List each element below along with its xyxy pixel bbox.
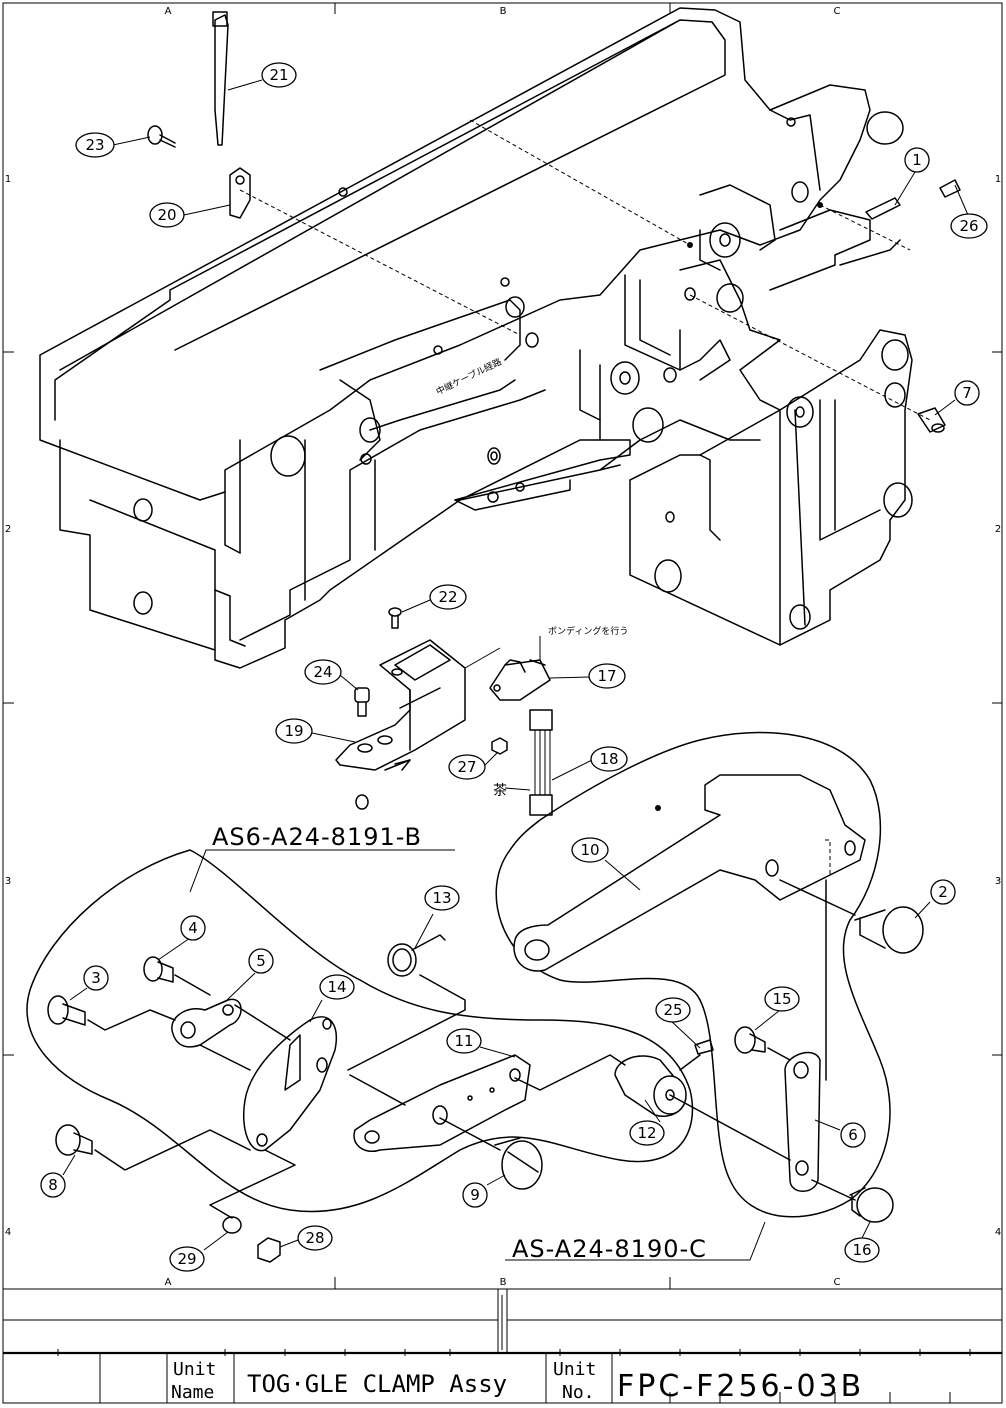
grid-col-b-bottom: B bbox=[500, 1277, 507, 1288]
pin-8 bbox=[56, 1125, 92, 1155]
grid-col-b-top: B bbox=[500, 6, 507, 17]
callout-13: 13 bbox=[432, 889, 451, 907]
callout-24: 24 bbox=[313, 663, 332, 681]
main-assy-label: AS-A24-8190-C bbox=[512, 1235, 707, 1263]
grid-col-a-top: A bbox=[165, 6, 172, 17]
callout-20: 20 bbox=[157, 206, 176, 224]
sensor-bracket-19 bbox=[336, 640, 465, 770]
title-block: Unit Name TOG·GLE CLAMP Assy Unit No. FP… bbox=[3, 1289, 1002, 1404]
unit-no-label-line1: Unit bbox=[553, 1359, 596, 1380]
callout-28: 28 bbox=[305, 1229, 324, 1247]
callout-5: 5 bbox=[256, 952, 266, 970]
callout-4: 4 bbox=[188, 919, 198, 937]
main-frame-body bbox=[40, 8, 912, 668]
pin-3 bbox=[48, 996, 85, 1025]
callout-12: 12 bbox=[637, 1124, 656, 1142]
pin-2 bbox=[855, 907, 923, 953]
washer-below-19 bbox=[356, 795, 368, 809]
callout-25: 25 bbox=[663, 1001, 682, 1019]
callout-8: 8 bbox=[48, 1176, 58, 1194]
callout-11: 11 bbox=[454, 1032, 473, 1050]
dashed-leaders bbox=[240, 120, 930, 420]
sensor-17 bbox=[490, 660, 550, 700]
screw-22 bbox=[389, 608, 401, 628]
grid-row-2-left: 2 bbox=[5, 524, 11, 535]
callout-27: 27 bbox=[457, 758, 476, 776]
callout-10: 10 bbox=[580, 841, 599, 859]
unit-no-label-line2: No. bbox=[562, 1382, 595, 1403]
grid-col-c-top: C bbox=[834, 6, 841, 17]
nut-27 bbox=[492, 738, 507, 754]
callout-23: 23 bbox=[85, 136, 104, 154]
grid-row-1-left: 1 bbox=[5, 174, 11, 185]
shaft-1 bbox=[866, 198, 900, 219]
callout-17: 17 bbox=[597, 667, 616, 685]
clamp-20 bbox=[230, 168, 250, 218]
callout-19: 19 bbox=[284, 722, 303, 740]
grid-col-c-bottom: C bbox=[834, 1277, 841, 1288]
bonding-note: ボンディングを行う bbox=[548, 625, 628, 637]
callout-1: 1 bbox=[912, 151, 922, 169]
setscrew-25 bbox=[695, 1040, 713, 1054]
unit-name-label-line2: Name bbox=[171, 1382, 214, 1403]
callout-14: 14 bbox=[327, 978, 346, 996]
cable-tie-21 bbox=[213, 12, 228, 145]
pin-9 bbox=[495, 1138, 542, 1189]
callout-15: 15 bbox=[772, 990, 791, 1008]
callout-3: 3 bbox=[91, 969, 101, 987]
pin-16 bbox=[850, 1188, 893, 1222]
grid-row-2-right: 2 bbox=[995, 524, 1001, 535]
screw-24 bbox=[355, 688, 369, 716]
pin-7 bbox=[918, 408, 945, 432]
grid-row-4-right: 4 bbox=[995, 1227, 1001, 1238]
callout-16: 16 bbox=[852, 1241, 871, 1259]
pin-15 bbox=[735, 1027, 765, 1053]
callout-2: 2 bbox=[938, 883, 948, 901]
callout-29: 29 bbox=[177, 1250, 196, 1268]
grid-col-a-bottom: A bbox=[165, 1277, 172, 1288]
pin-4 bbox=[144, 957, 173, 982]
callout-26: 26 bbox=[959, 217, 978, 235]
callout-9: 9 bbox=[470, 1186, 480, 1204]
callout-6: 6 bbox=[848, 1126, 858, 1144]
screw-23 bbox=[148, 126, 175, 147]
sub-assy-label: AS6-A24-8191-B bbox=[212, 823, 422, 851]
wire-color-note: 茶 bbox=[493, 783, 507, 799]
cam-14 bbox=[244, 1017, 337, 1151]
nut-28 bbox=[258, 1238, 280, 1262]
link-6 bbox=[785, 1053, 820, 1192]
spring-13 bbox=[388, 935, 445, 976]
unit-no-value: FPC-F256-03B bbox=[617, 1369, 864, 1404]
washer-29 bbox=[223, 1217, 241, 1233]
callout-7: 7 bbox=[962, 384, 972, 402]
unit-name-label-line1: Unit bbox=[173, 1359, 216, 1380]
lever-10 bbox=[514, 775, 865, 971]
grid-row-4-left: 4 bbox=[5, 1227, 11, 1238]
callout-22: 22 bbox=[438, 588, 457, 606]
harness-18 bbox=[530, 710, 552, 815]
unit-name-value: TOG·GLE CLAMP Assy bbox=[247, 1370, 507, 1398]
callout-18: 18 bbox=[599, 750, 618, 768]
grid-row-1-right: 1 bbox=[995, 174, 1001, 185]
callout-21: 21 bbox=[269, 66, 288, 84]
link-5 bbox=[172, 999, 241, 1047]
grid-row-3-right: 3 bbox=[995, 876, 1001, 887]
grid-row-3-left: 3 bbox=[5, 876, 11, 887]
